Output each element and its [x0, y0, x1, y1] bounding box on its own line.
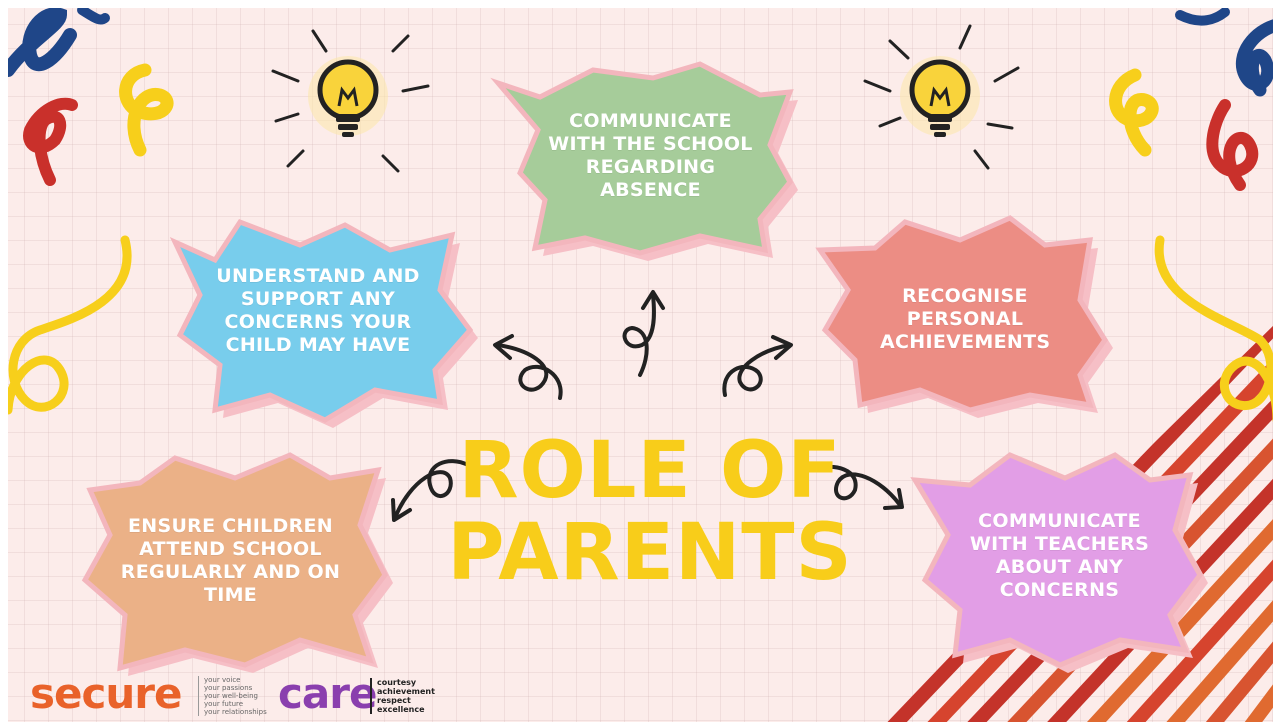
curly-arrow-icon: [810, 464, 904, 510]
care-tagline-line: respect: [377, 696, 411, 705]
care-tagline-line: courtesy: [377, 678, 417, 687]
frame-border-top: [0, 0, 1277, 8]
secure-tagline-line: your voice: [204, 676, 241, 684]
squiggle-decoration: [23, 97, 78, 186]
squiggle-decoration: [119, 63, 174, 157]
curly-arrow-icon: [391, 459, 470, 522]
curly-arrow-icon: [622, 290, 665, 377]
squiggle-decoration: [77, 5, 110, 25]
squiggle-decoration: [1109, 68, 1159, 157]
care-tagline: courtesy achievement respect excellence: [370, 678, 435, 714]
secure-tagline-line: your relationships: [204, 708, 267, 716]
burst-text-achievements: RECOGNISE PERSONAL ACHIEVEMENTS: [880, 285, 1051, 353]
secure-tagline-line: your future: [204, 700, 244, 708]
care-tagline-line: excellence: [377, 705, 425, 714]
frame-border-left: [0, 0, 8, 722]
secure-logo: secure: [30, 669, 182, 718]
secure-tagline-line: your well-being: [204, 692, 258, 700]
squiggle-decoration: [1206, 99, 1259, 191]
curly-arrow-icon: [493, 334, 563, 400]
curly-arrow-icon: [722, 335, 793, 397]
frame-border-right: [1273, 0, 1277, 722]
lightbulb-icon: [271, 29, 430, 173]
burst-achievements: [815, 215, 1113, 418]
burst-text-teachers: COMMUNICATE WITH TEACHERS ABOUT ANY CONC…: [969, 510, 1150, 601]
care-tagline-line: achievement: [377, 687, 435, 696]
burst-concerns: [169, 218, 478, 428]
squiggle-decoration: [1154, 235, 1277, 425]
page-title: ROLE OF PARENTS: [447, 426, 853, 598]
burst-teachers: [910, 452, 1208, 673]
secure-tagline: your voice your passions your well-being…: [198, 676, 267, 716]
squiggle-decoration: [3, 235, 132, 415]
burst-text-absence: COMMUNICATE WITH THE SCHOOL REGARDING AB…: [548, 110, 753, 201]
burst-absence: [490, 61, 798, 261]
burst-text-concerns: UNDERSTAND AND SUPPORT ANY CONCERNS YOUR…: [216, 265, 420, 356]
squiggle-decoration: [1235, 18, 1277, 97]
burst-text-attendance: ENSURE CHILDREN ATTEND SCHOOL REGULARLY …: [120, 515, 341, 606]
squiggle-decoration: [1175, 7, 1230, 26]
secure-tagline-line: your passions: [204, 684, 253, 692]
squiggle-decoration: [1, 7, 77, 77]
care-logo: care: [278, 669, 377, 718]
lightbulb-icon: [863, 24, 1020, 170]
burst-attendance: [81, 452, 393, 676]
